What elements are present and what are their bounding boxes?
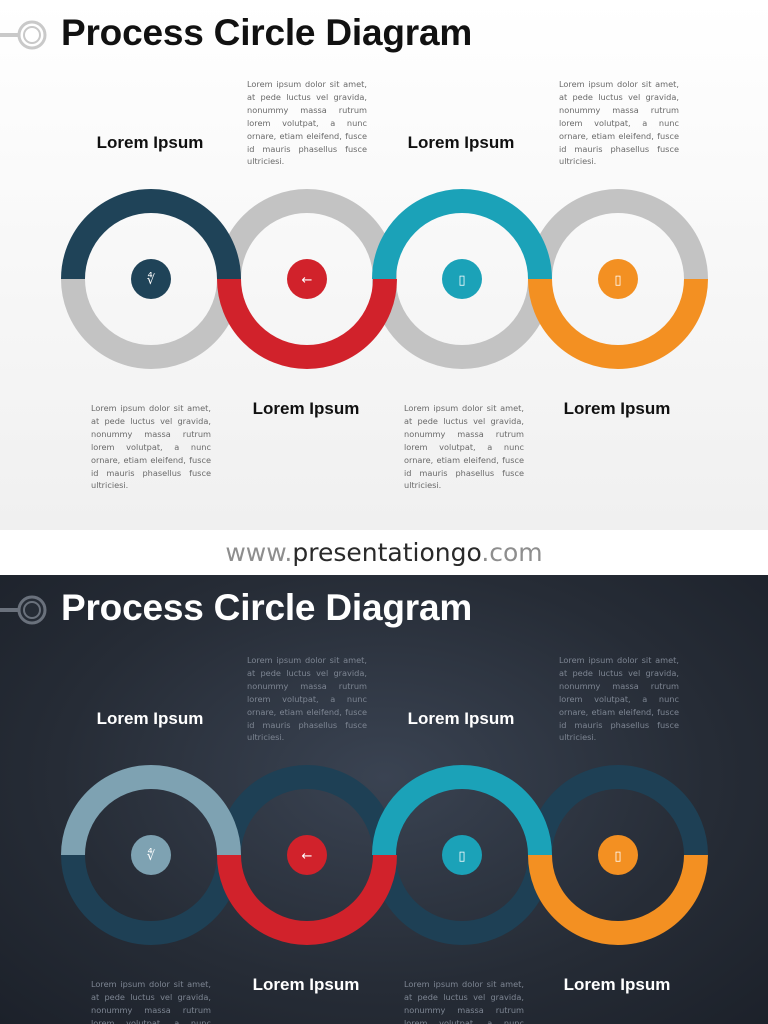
slide-light: Process Circle Diagram Lorem Ipsum Lorem…	[0, 0, 768, 530]
step-heading-2: Lorem Ipsum	[252, 975, 360, 994]
step-heading-1: Lorem Ipsum	[96, 709, 204, 728]
step-4-icon-disc	[598, 835, 638, 875]
step-heading-2: Lorem Ipsum	[252, 399, 360, 418]
step-heading-3: Lorem Ipsum	[407, 709, 515, 728]
ring-1-bottom-arc	[61, 854, 241, 945]
door-icon: ▯	[458, 849, 465, 864]
ring-4-top-arc	[528, 765, 708, 856]
ring-4-bottom-arc	[528, 854, 708, 945]
ring-1-top-arc	[61, 765, 241, 856]
ring-3-top-arc	[372, 189, 552, 280]
slide-dark: Process Circle Diagram Lorem Ipsum Lorem…	[0, 575, 768, 1024]
step-text-2: Lorem ipsum dolor sit amet, at pede luct…	[247, 655, 367, 743]
slide-title: Process Circle Diagram	[61, 12, 473, 53]
ring-4-bottom-arc	[528, 278, 708, 369]
ring-1-bottom-arc	[61, 278, 241, 369]
pen-nib-icon: ∜	[147, 271, 156, 288]
step-text-1: Lorem ipsum dolor sit amet, at pede luct…	[91, 403, 211, 491]
step-1-icon-disc	[131, 835, 171, 875]
ring-1-top-arc	[61, 189, 241, 280]
slide-title: Process Circle Diagram	[61, 587, 473, 628]
ring-2-top-arc	[217, 189, 397, 280]
step-heading-1: Lorem Ipsum	[96, 133, 204, 152]
step-text-4: Lorem ipsum dolor sit amet, at pede luct…	[559, 79, 679, 167]
step-text-2: Lorem ipsum dolor sit amet, at pede luct…	[247, 79, 367, 167]
step-text-1: Lorem ipsum dolor sit amet, at pede luct…	[91, 979, 211, 1024]
step-text-3: Lorem ipsum dolor sit amet, at pede luct…	[404, 979, 524, 1024]
pen-nib-icon: ∜	[147, 847, 156, 864]
step-4-icon-disc	[598, 259, 638, 299]
title-marker-icon	[0, 595, 47, 625]
step-2-icon-disc	[287, 259, 327, 299]
ring-3-bottom-arc	[372, 854, 552, 945]
step-1-icon-disc	[131, 259, 171, 299]
title-marker-icon	[0, 20, 47, 50]
step-3-icon-disc	[442, 259, 482, 299]
door-icon: ▯	[458, 273, 465, 288]
process-circle-diagram: ∜ ← ▯ ▯	[61, 189, 708, 369]
ring-2-bottom-arc	[217, 854, 397, 945]
ring-2-top-arc	[217, 765, 397, 856]
ring-4-top-arc	[528, 189, 708, 280]
arrow-left-icon: ←	[302, 273, 313, 288]
step-text-3: Lorem ipsum dolor sit amet, at pede luct…	[404, 403, 524, 491]
ring-2-bottom-arc	[217, 278, 397, 369]
step-heading-3: Lorem Ipsum	[407, 133, 515, 152]
door-icon: ▯	[614, 849, 621, 864]
step-heading-4: Lorem Ipsum	[563, 975, 671, 994]
arrow-left-icon: ←	[302, 849, 313, 864]
step-2-icon-disc	[287, 835, 327, 875]
footer-url[interactable]: www.presentationgo.com	[225, 538, 543, 567]
ring-3-top-arc	[372, 765, 552, 856]
footer-bar: www.presentationgo.com	[0, 530, 768, 575]
step-heading-4: Lorem Ipsum	[563, 399, 671, 418]
step-text-4: Lorem ipsum dolor sit amet, at pede luct…	[559, 655, 679, 743]
process-circle-diagram: ∜ ← ▯ ▯	[61, 765, 708, 945]
ring-3-bottom-arc	[372, 278, 552, 369]
door-icon: ▯	[614, 273, 621, 288]
step-3-icon-disc	[442, 835, 482, 875]
